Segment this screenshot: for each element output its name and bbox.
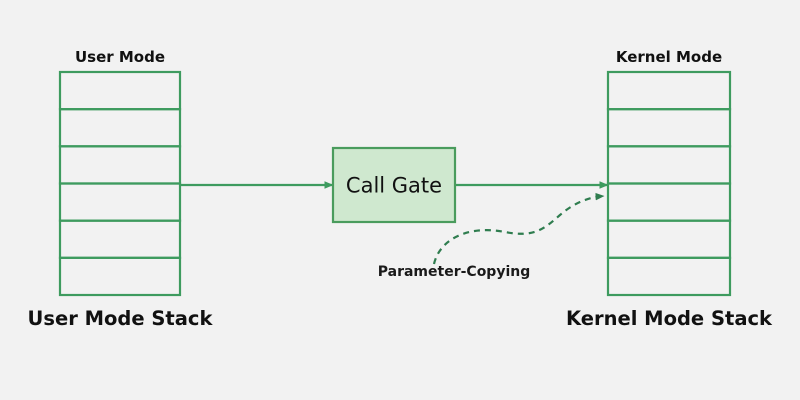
user-mode-stack-cell — [58, 256, 182, 297]
call-gate-box[interactable]: Call Gate — [331, 146, 457, 224]
parameter-copying-curve — [432, 192, 605, 265]
kernel-mode-title: Kernel Mode — [616, 48, 722, 66]
user-mode-stack-caption: User Mode Stack — [28, 307, 214, 330]
call-gate-rect — [331, 146, 457, 224]
kernel-mode-stack-cells — [606, 70, 732, 297]
user-mode-title: User Mode — [75, 48, 165, 66]
parameter-copying-label: Parameter-Copying — [378, 264, 531, 280]
user-mode-stack-cells — [58, 70, 182, 297]
kernel-mode-stack: Kernel Mode Kernel Mode Stack — [566, 48, 773, 330]
user-mode-stack: User Mode User Mode Stack — [28, 48, 214, 330]
kernel-mode-stack-cell — [606, 256, 732, 297]
call-gate-label: Call Gate — [346, 174, 442, 198]
kernel-mode-stack-caption: Kernel Mode Stack — [566, 307, 773, 330]
